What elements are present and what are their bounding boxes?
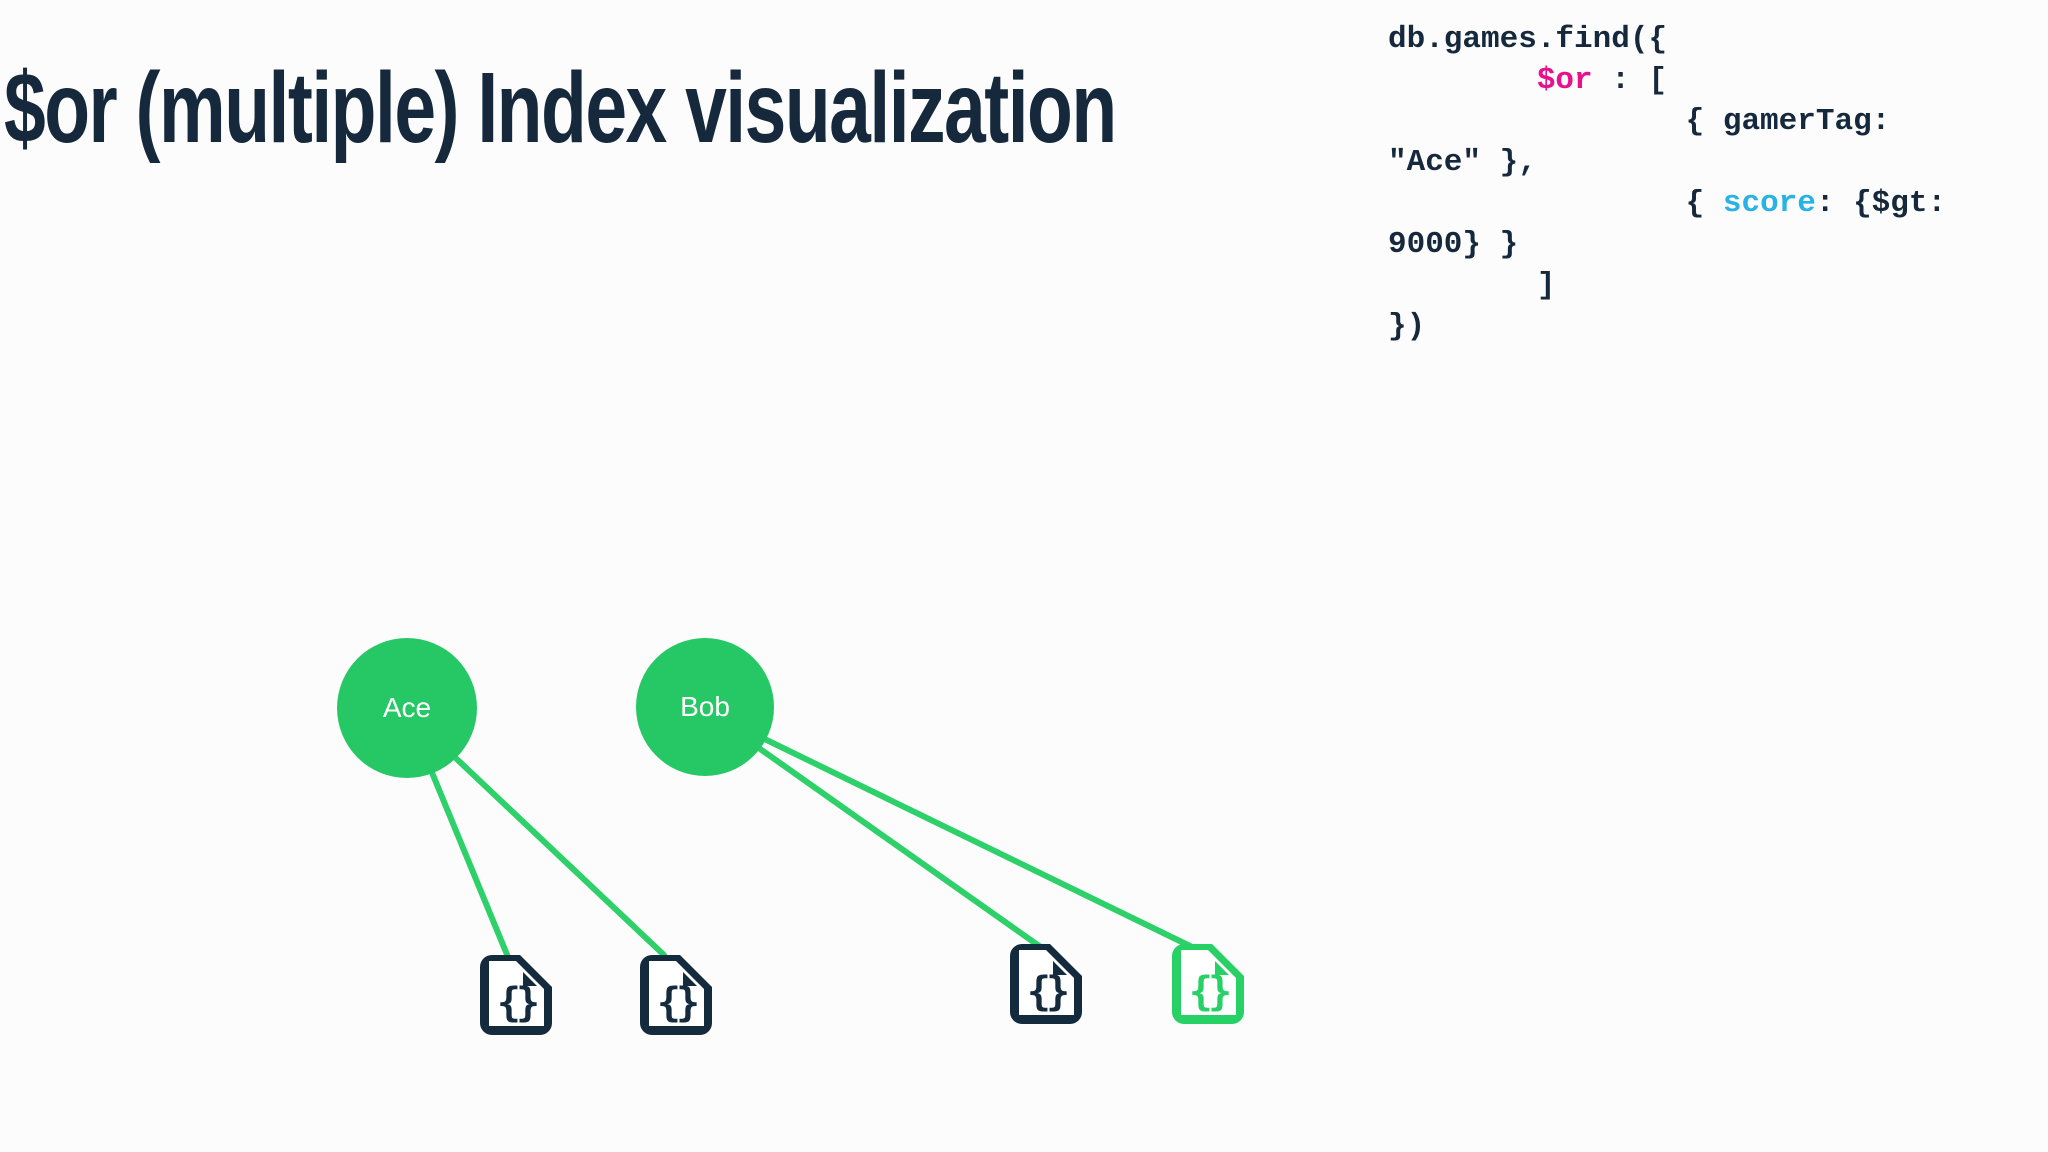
code-line: }) [1388, 306, 1946, 347]
json-document-icon: {} [1010, 944, 1082, 1024]
json-document-icon: {} [640, 955, 712, 1035]
code-segment-default: { [1388, 186, 1723, 221]
page-title: $or (multiple) Index visualization [4, 52, 1117, 164]
document-page [1019, 950, 1074, 1015]
node-bob: Bob [636, 638, 774, 776]
code-line: $or : [ [1388, 60, 1946, 101]
folded-corner [523, 972, 537, 986]
code-line: 9000} } [1388, 224, 1946, 265]
code-segment-default [1388, 63, 1537, 98]
doc-4-matched: {} [1170, 942, 1246, 1026]
node-label-ace: Ace [382, 692, 432, 723]
json-document-icon: {} [1172, 944, 1244, 1024]
edge-bob-to-doc-4 [702, 707, 1193, 949]
code-line: db.games.find({ [1388, 19, 1946, 60]
folded-corner [1053, 961, 1067, 975]
document-page [489, 961, 544, 1026]
code-line: ] [1388, 265, 1946, 306]
document-page [649, 961, 704, 1026]
braces-glyph: {} [1189, 969, 1229, 1015]
node-ace: Ace [337, 638, 477, 778]
node-label-bob: Bob [680, 691, 730, 722]
json-document-icon: {} [480, 955, 552, 1035]
code-segment-default: : {$gt: [1815, 186, 1947, 221]
code-segment-default: "Ace" }, [1388, 145, 1537, 180]
braces-glyph: {} [657, 980, 697, 1026]
braces-glyph: {} [497, 980, 537, 1026]
code-snippet: db.games.find({ $or : [ { gamerTag: "Ace"… [1388, 19, 1946, 347]
braces-glyph: {} [1027, 969, 1067, 1015]
doc-1: {} [478, 953, 554, 1037]
doc-2: {} [638, 953, 714, 1037]
folded-corner [683, 972, 697, 986]
code-line: { gamerTag: [1388, 101, 1946, 142]
code-segment-default: db.games.find({ [1388, 22, 1668, 57]
folded-corner [1215, 961, 1229, 975]
code-segment-default: 9000} } [1388, 227, 1519, 262]
code-line: "Ace" }, [1388, 142, 1946, 183]
doc-3: {} [1008, 942, 1084, 1026]
code-segment-magenta: $or [1536, 63, 1593, 98]
code-segment-default: }) [1388, 309, 1426, 344]
document-page [1181, 950, 1236, 1015]
code-segment-default: { gamerTag: [1388, 104, 1891, 139]
code-segment-default: : [ [1592, 63, 1668, 98]
code-segment-default: ] [1388, 268, 1556, 303]
code-segment-cyan: score [1722, 186, 1816, 221]
code-line: { score: {$gt: [1388, 183, 1946, 224]
